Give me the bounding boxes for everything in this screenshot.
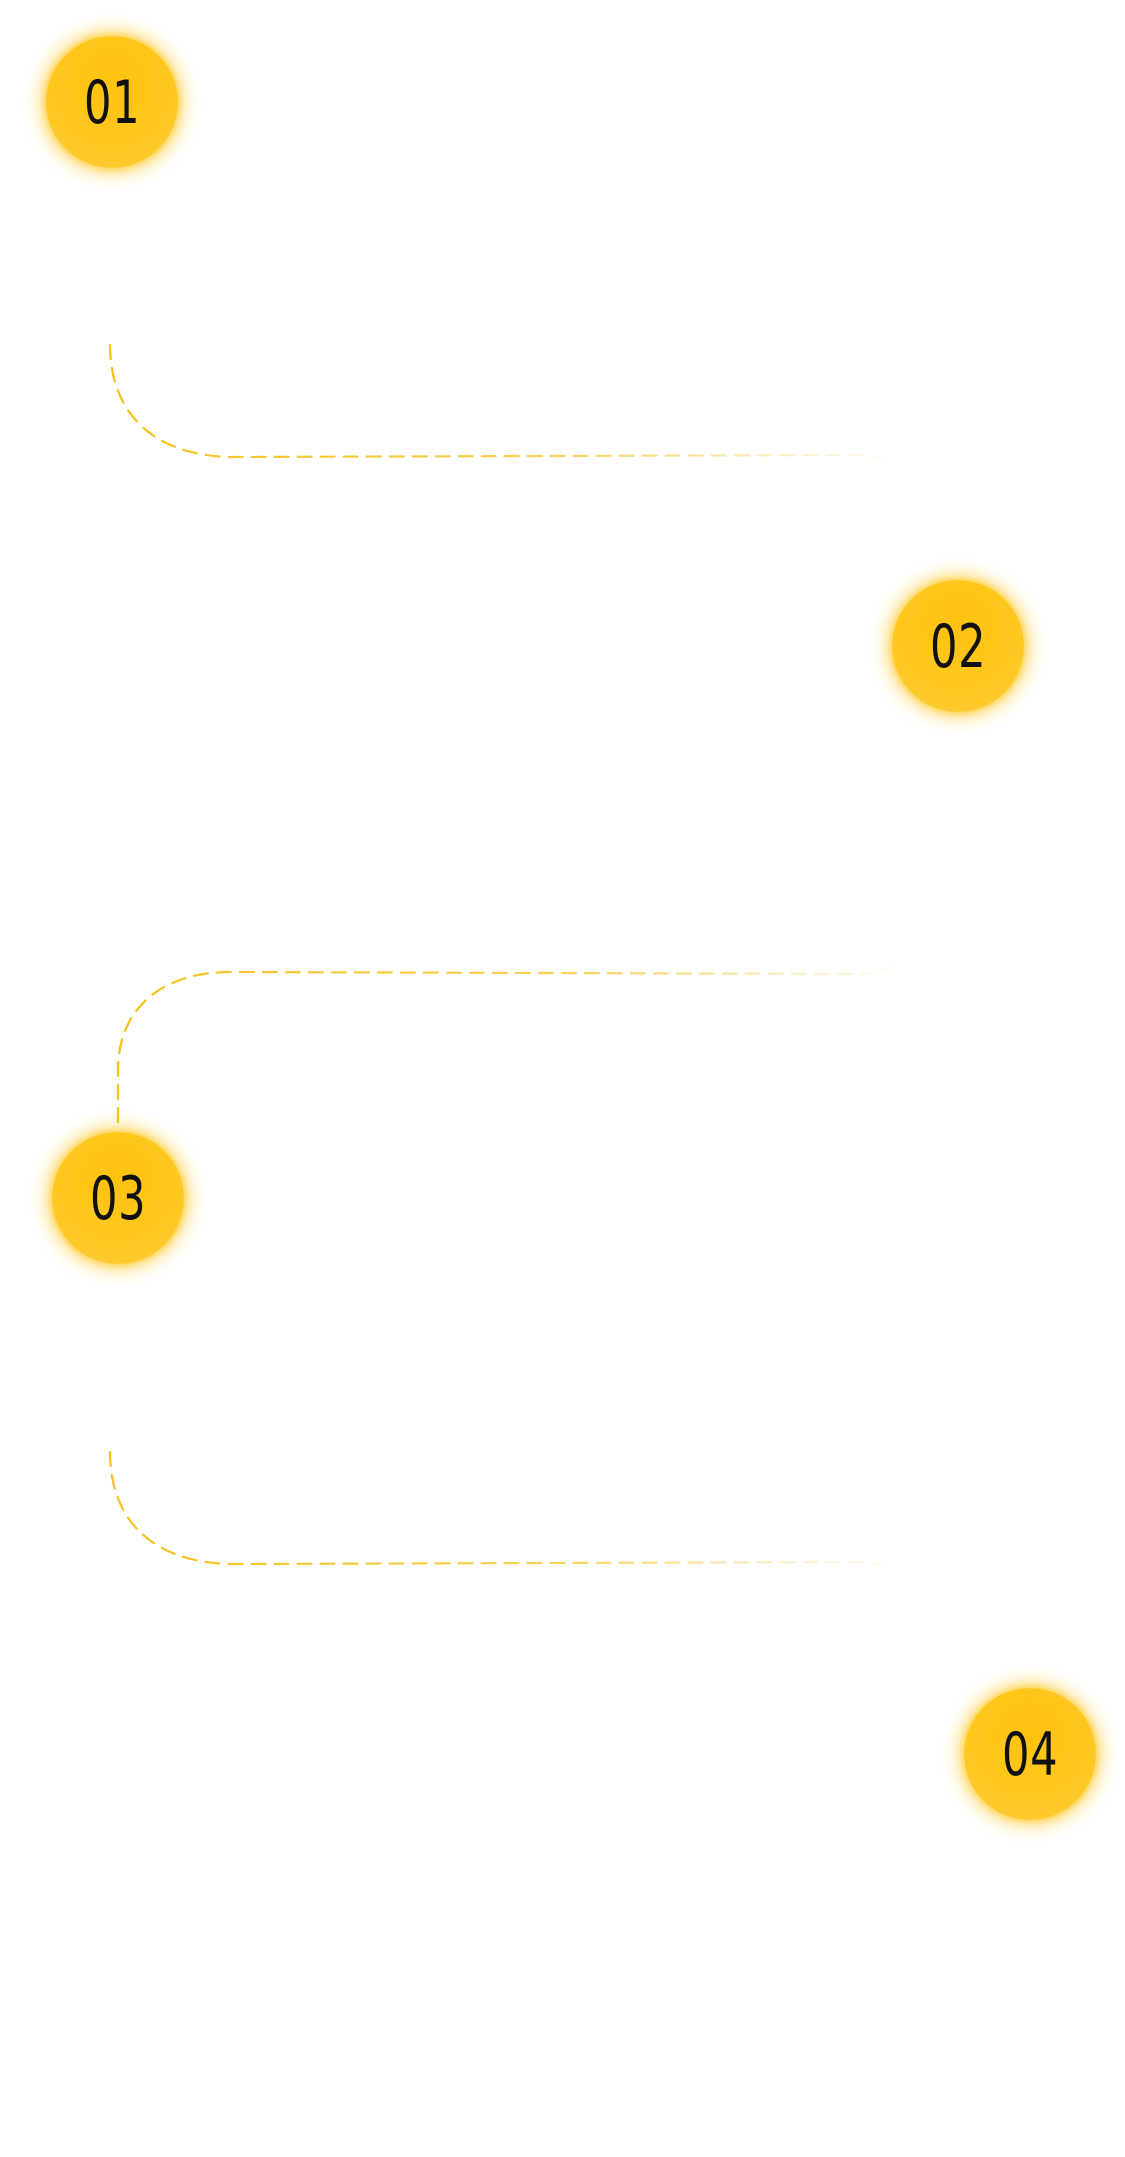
connector-01-02 [108, 343, 907, 472]
step-badge-03: 03 [52, 1132, 184, 1264]
connector-02-03 [116, 953, 917, 1124]
connector-03-04 [108, 1450, 907, 1580]
step-number: 03 [89, 1164, 147, 1234]
step-number: 01 [83, 68, 141, 138]
step-number: 02 [929, 612, 987, 682]
step-number: 04 [1001, 1720, 1059, 1790]
step-badge-04: 04 [964, 1688, 1096, 1820]
step-badge-01: 01 [46, 36, 178, 168]
step-badge-02: 02 [892, 580, 1024, 712]
